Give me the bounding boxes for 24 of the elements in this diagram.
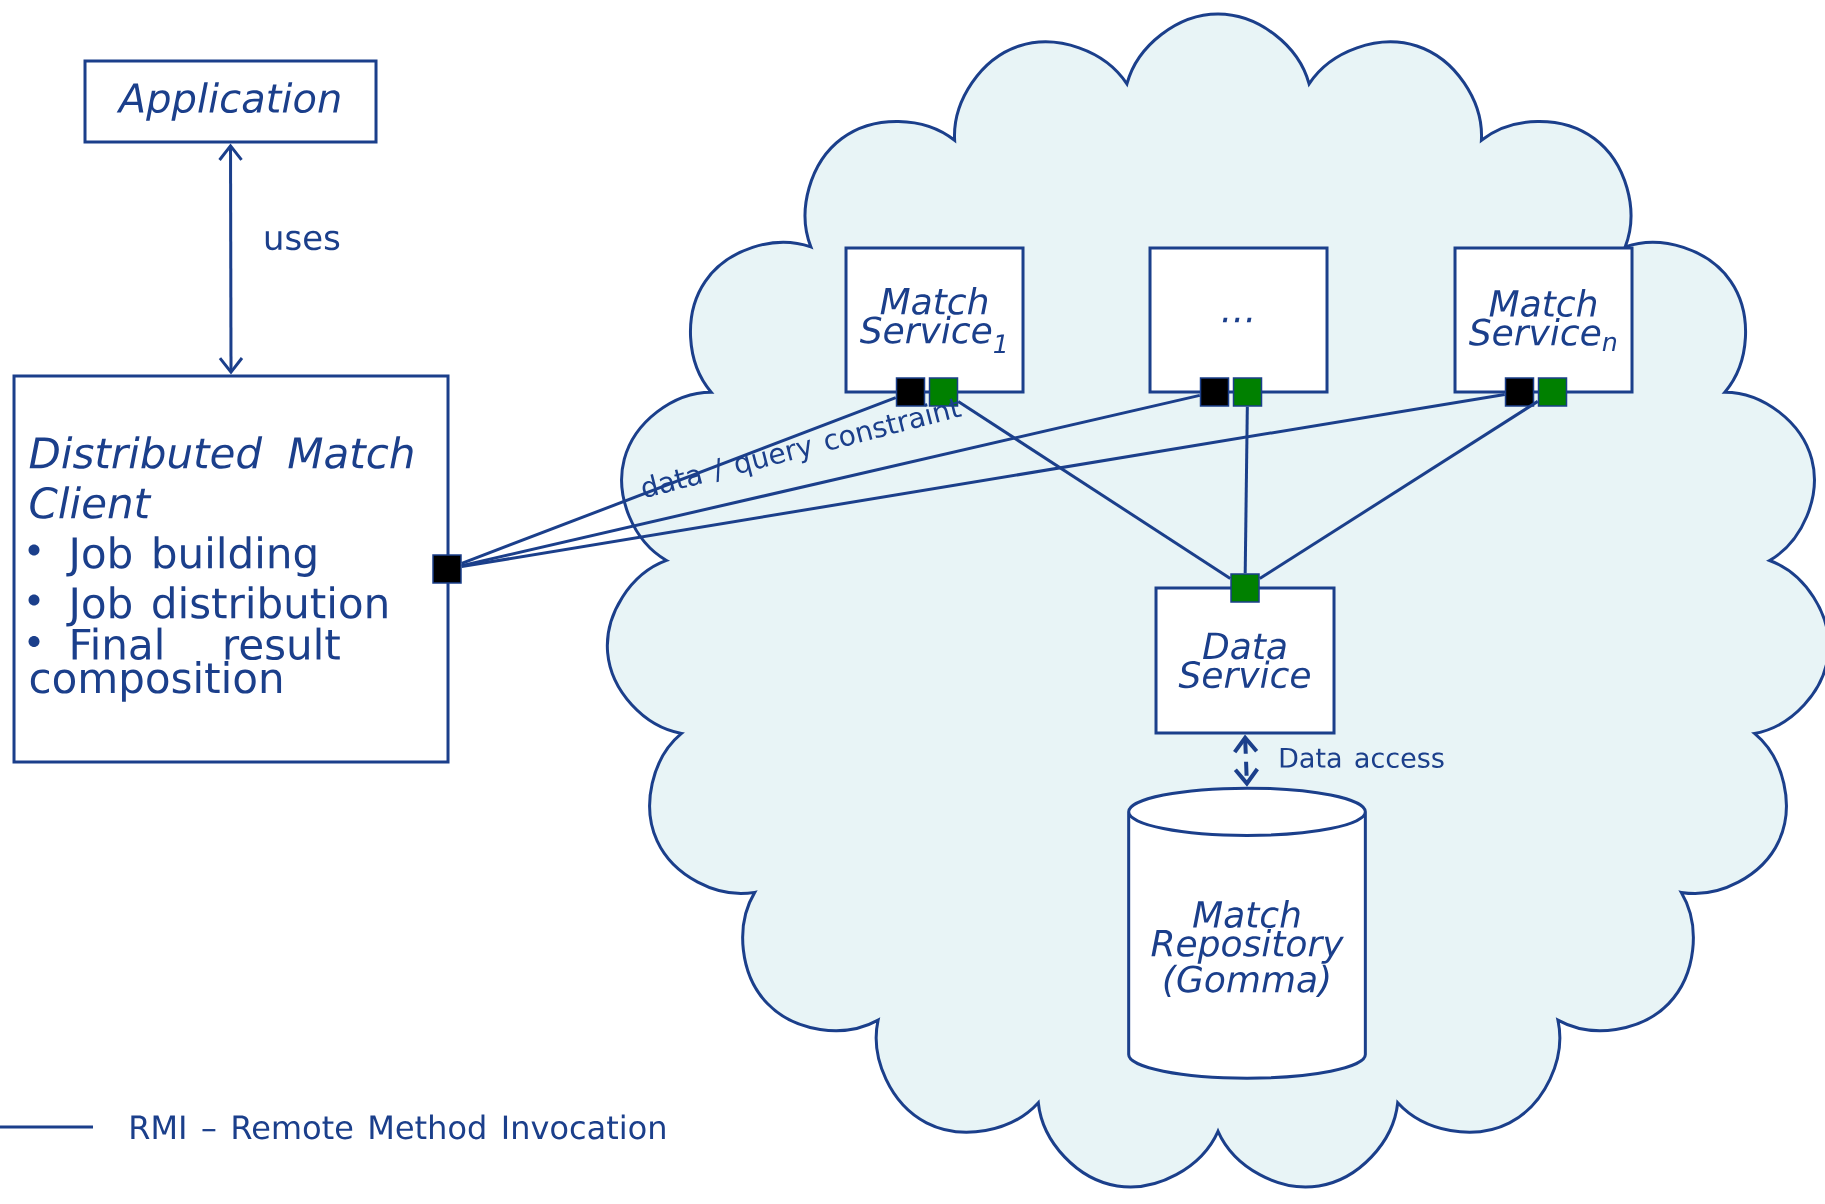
connector-line [461,392,1505,569]
connector-line [1258,400,1539,580]
port-square [1232,377,1263,407]
legend-text: RMI – Remote Method Invocation [131,1114,665,1140]
edge-label: uses [265,230,340,251]
connector-line [218,143,244,375]
service-box: Match Service$_{1}$ [844,246,1025,394]
port-square [1504,377,1535,407]
port-square [1199,377,1230,407]
connector-line [1243,406,1249,574]
connector-line [461,393,1201,568]
service-box: Match Service$_{n}$ [1453,246,1634,394]
connector-line [1233,734,1259,787]
service-box: Data Service [1154,586,1336,735]
connector-line [461,396,897,565]
edge-label: Data access [1280,747,1444,768]
port-square [432,554,462,584]
database-cylinder: Match Repository (Gomma) [1127,786,1367,1080]
process-box: Application [83,59,378,144]
service-box: … [1148,246,1329,394]
port-square [1537,377,1568,407]
client-box: Distributed Match Client Job building Job distribution Final result composition [12,374,450,764]
connector-line [957,400,1232,580]
port-square [1230,573,1260,603]
